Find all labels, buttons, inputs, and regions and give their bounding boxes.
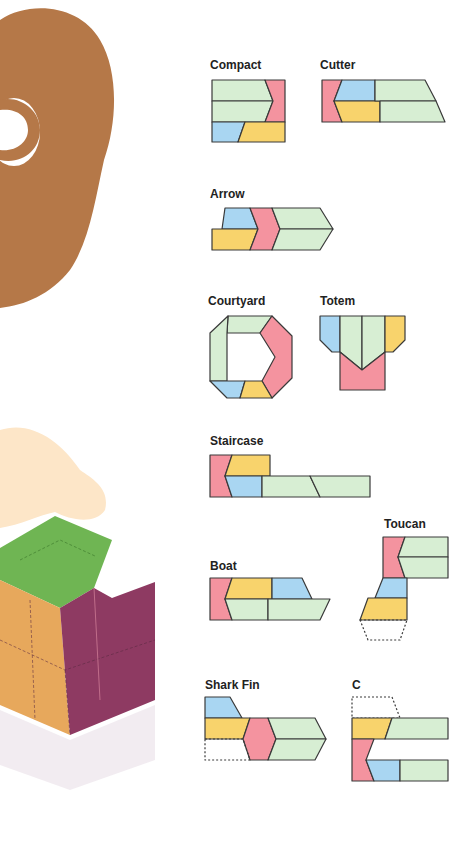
piece bbox=[225, 455, 270, 476]
cutter-shape bbox=[322, 80, 445, 122]
piece bbox=[385, 316, 405, 352]
piece bbox=[334, 80, 375, 101]
courtyard-shape bbox=[210, 316, 292, 398]
shape-name: Staircase bbox=[210, 434, 263, 448]
shape-name: Courtyard bbox=[208, 294, 265, 308]
piece bbox=[320, 316, 340, 352]
piece bbox=[268, 599, 330, 620]
block-edge bbox=[94, 588, 100, 700]
shape-name: Totem bbox=[320, 294, 355, 308]
missing-piece bbox=[360, 620, 407, 640]
figure-head bbox=[0, 8, 114, 308]
c-shape bbox=[352, 697, 448, 781]
piece bbox=[398, 537, 448, 557]
piece bbox=[385, 718, 448, 739]
piece bbox=[380, 101, 445, 122]
staircase-shape bbox=[210, 455, 370, 497]
piece bbox=[210, 381, 245, 398]
piece bbox=[272, 578, 312, 599]
piece bbox=[340, 352, 385, 390]
piece bbox=[212, 101, 273, 122]
figure-ear-gap bbox=[0, 98, 40, 166]
shape-name: C bbox=[352, 678, 361, 692]
shark-fin-shape bbox=[205, 697, 326, 760]
piece bbox=[398, 557, 448, 578]
shape-name: Arrow bbox=[210, 187, 245, 201]
piece bbox=[238, 122, 285, 142]
piece bbox=[225, 599, 268, 620]
piece bbox=[272, 208, 333, 229]
piece bbox=[375, 578, 407, 598]
piece bbox=[375, 80, 436, 101]
shape-name: Compact bbox=[210, 58, 261, 72]
piece bbox=[268, 739, 326, 760]
piece bbox=[225, 476, 262, 497]
piece bbox=[360, 598, 407, 620]
missing-piece bbox=[352, 697, 400, 718]
piece bbox=[400, 760, 448, 781]
block-reflection bbox=[0, 705, 155, 790]
boat-shape bbox=[210, 578, 330, 620]
piece bbox=[268, 718, 326, 739]
piece bbox=[205, 697, 242, 718]
piece bbox=[265, 80, 285, 122]
piece bbox=[366, 760, 400, 781]
piece bbox=[225, 578, 272, 599]
shape-name: Boat bbox=[210, 559, 237, 573]
piece bbox=[310, 476, 370, 497]
shape-name: Toucan bbox=[384, 517, 426, 531]
block-edge bbox=[20, 540, 95, 560]
figure-hand bbox=[0, 427, 106, 528]
missing-piece bbox=[205, 739, 250, 760]
figure-ear bbox=[0, 99, 40, 161]
shape-name: Cutter bbox=[320, 58, 355, 72]
toucan-shape bbox=[360, 537, 448, 640]
compact-shape bbox=[212, 80, 285, 142]
totem-shape bbox=[320, 316, 405, 390]
piece bbox=[334, 101, 380, 122]
piece bbox=[272, 229, 333, 250]
piece bbox=[240, 381, 272, 398]
arrow-shape bbox=[212, 208, 333, 250]
piece bbox=[212, 80, 273, 101]
piece bbox=[210, 316, 228, 381]
piece bbox=[205, 718, 250, 739]
shape-name: Shark Fin bbox=[205, 678, 260, 692]
